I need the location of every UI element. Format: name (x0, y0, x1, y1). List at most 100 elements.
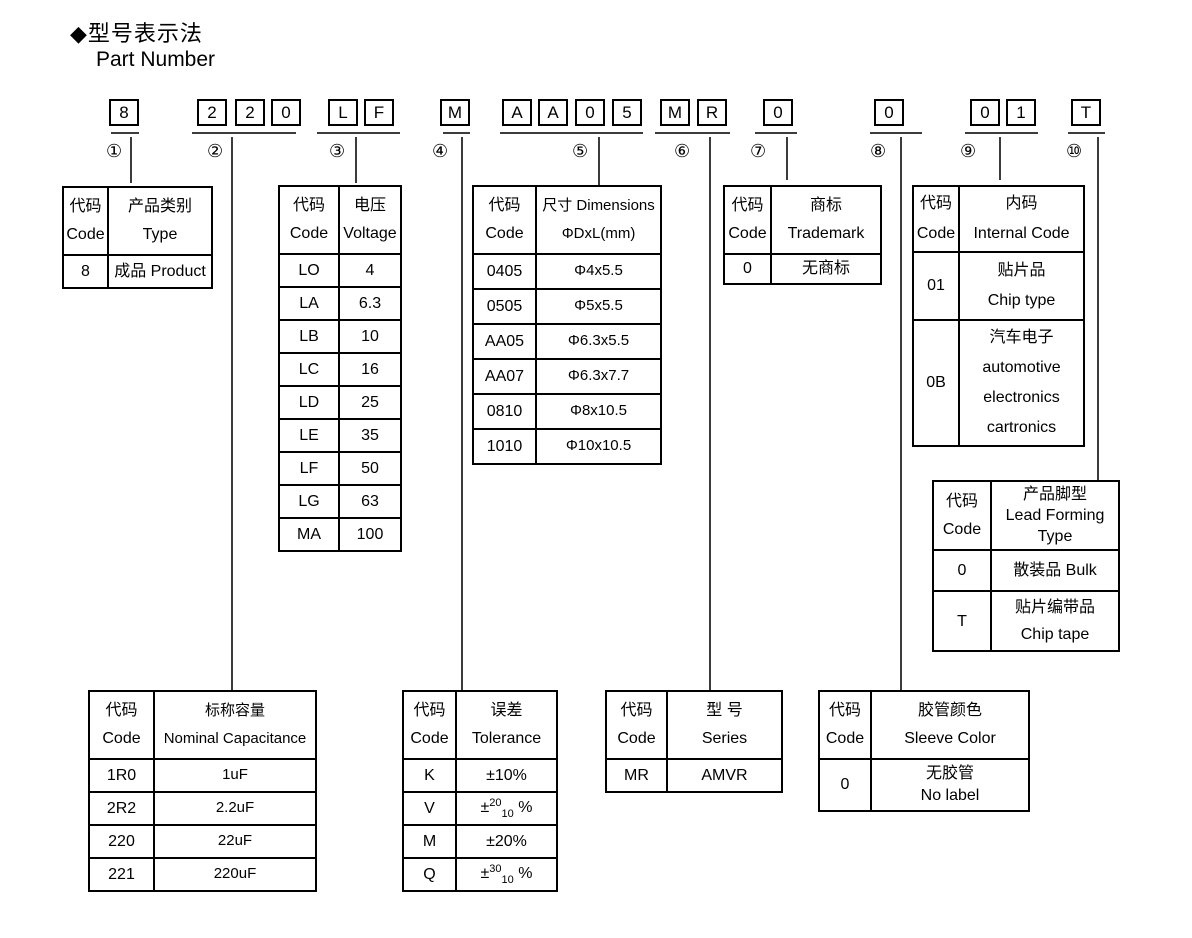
table-row: AA05 Φ6.3x5.5 (474, 323, 660, 358)
connector-line (598, 137, 600, 185)
table-cell: 10 (340, 321, 400, 352)
table-cell-line: Code (289, 225, 329, 243)
group-underline (317, 132, 400, 134)
table-row: LB 10 (280, 319, 400, 352)
table-cell-line: V (424, 799, 435, 817)
table-cell: ±2010 % (457, 793, 556, 824)
table-row: LF 50 (280, 451, 400, 484)
table-row: Q±3010 % (404, 857, 556, 890)
part-char-box: 0 (575, 99, 605, 126)
table-cell: Φ10x10.5 (537, 430, 660, 463)
table-cell-line: Φ6.3x7.7 (567, 367, 630, 385)
table-cell-line: LD (298, 393, 320, 411)
table-cell-line: Code (942, 521, 982, 538)
table-cell: LB (280, 321, 340, 352)
table-cell-line: 1uF (222, 766, 248, 784)
table-cell-line: No label (920, 787, 980, 805)
table-cell-line: 8 (81, 262, 90, 280)
table-cell-line: ΦDxL(mm) (561, 224, 636, 242)
page-title-zh: ◆型号表示法 (70, 21, 203, 46)
table-cell-line: Code (617, 730, 656, 748)
group-underline (192, 132, 296, 134)
table-cell-line: 代码 (620, 702, 653, 720)
table-row: 220 22uF (90, 824, 315, 857)
table-cell-line: Code (66, 226, 105, 244)
table-cell-line: 220 (108, 832, 135, 850)
table-cell-line: 代码 (731, 197, 764, 215)
table-cell-line: ±10% (486, 766, 527, 784)
table-header-cell: 代码 Code (607, 692, 668, 758)
table-cell-line: 100 (356, 525, 384, 543)
table-cell-line: Code (102, 730, 141, 748)
table-cell-line: ±2010 % (480, 796, 533, 820)
table-cell-line: 内码 (1005, 195, 1038, 212)
table-cell-line: Chip type (987, 292, 1056, 310)
table-cell-line: 散装品 Bulk (1013, 562, 1097, 579)
table-cell-line: 0405 (486, 262, 523, 280)
table-cell-line: cartronics (986, 419, 1057, 436)
table-cell-line: 2R2 (106, 799, 137, 817)
table-cell: Q (404, 859, 457, 890)
table-cell: 22uF (155, 826, 315, 857)
table-cell: 50 (340, 453, 400, 484)
table-cell-line: AA05 (484, 332, 525, 350)
table-cell-line: 0505 (486, 297, 523, 315)
table-cell-line: 22uF (217, 832, 253, 850)
table-cell-line: 标称容量 (204, 702, 265, 720)
table-cell-line: 代码 (105, 702, 138, 720)
connector-line (786, 137, 788, 180)
table-cell: 散装品 Bulk (992, 551, 1118, 590)
table-cell-line: 10 (361, 327, 379, 345)
table-header-cell: 代码 Code (90, 692, 155, 758)
table-cell-line: Φ4x5.5 (574, 262, 623, 280)
table-cell: 1R0 (90, 760, 155, 791)
part-char-box: 2 (235, 99, 265, 126)
table-cell-line: LF (299, 459, 319, 477)
connector-line (231, 137, 233, 690)
group-number-4: ④ (432, 141, 449, 161)
group-underline (1068, 132, 1105, 134)
table-cell: 0B (914, 321, 960, 445)
table-cell-line: Φ5x5.5 (574, 297, 623, 315)
group-number-5: ⑤ (572, 141, 589, 161)
table-cell-line: 尺寸 Dimensions (542, 197, 655, 215)
part-char-box: R (697, 99, 727, 126)
table-row: M±20% (404, 824, 556, 857)
part-char-box: F (364, 99, 394, 126)
table-cell-line: 产品类别 (127, 198, 192, 216)
group-underline (755, 132, 797, 134)
table-cell-line: 1010 (486, 437, 523, 455)
table-cell-line: Type (142, 226, 178, 244)
table-cell-line: Φ6.3x5.5 (567, 332, 630, 350)
table-cell-line: 4 (365, 261, 375, 279)
